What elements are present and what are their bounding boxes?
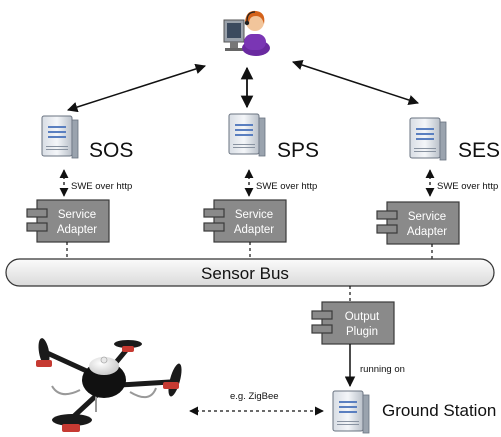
- sos-adapter-line2: Adapter: [57, 224, 97, 236]
- ses-protocol-label: SWE over http: [437, 181, 498, 192]
- arrow-user-sos: [67, 63, 206, 113]
- sensor-bus-label: Sensor Bus: [201, 264, 289, 283]
- running-on-label: running on: [360, 364, 405, 375]
- user-at-computer-icon: [223, 10, 270, 56]
- ground-station-label: Ground Station: [382, 401, 496, 420]
- sps-server-icon: [228, 113, 266, 157]
- ses-adapter-line1: Service: [408, 211, 446, 223]
- sps-service-adapter: Service Adapter: [203, 199, 287, 243]
- zigbee-label: e.g. ZigBee: [230, 391, 279, 402]
- sps-protocol-label: SWE over http: [256, 181, 317, 192]
- ses-server-icon: [409, 117, 447, 161]
- ses-adapter-line2: Adapter: [407, 226, 447, 238]
- ses-label: SES: [458, 139, 500, 162]
- sos-protocol-label: SWE over http: [71, 181, 132, 192]
- arrow-user-ses: [292, 59, 419, 106]
- output-plugin: Output Plugin: [311, 301, 395, 345]
- ground-station-server-icon: [332, 390, 370, 434]
- ses-service-adapter: Service Adapter: [376, 201, 460, 245]
- sensor-bus: Sensor Bus: [5, 258, 495, 287]
- sps-adapter-line1: Service: [235, 209, 273, 221]
- sos-server-icon: [41, 115, 79, 159]
- sos-service-adapter: Service Adapter: [26, 199, 110, 243]
- plugin-line2: Plugin: [346, 326, 378, 338]
- sps-label: SPS: [277, 139, 319, 162]
- sos-adapter-line1: Service: [58, 209, 96, 221]
- plugin-line1: Output: [345, 311, 380, 323]
- sps-adapter-line2: Adapter: [234, 224, 274, 236]
- sos-label: SOS: [89, 139, 133, 162]
- quadcopter-drone-icon: [36, 338, 182, 432]
